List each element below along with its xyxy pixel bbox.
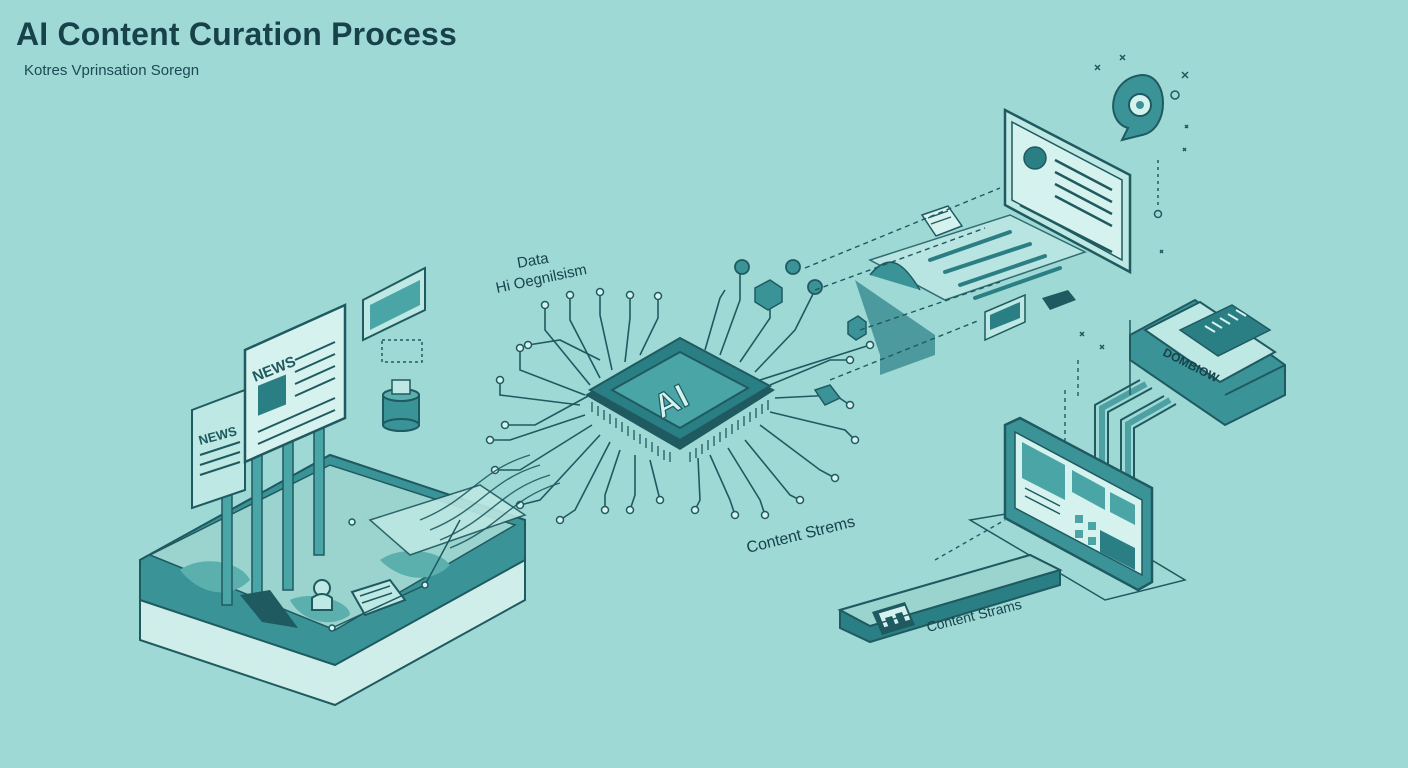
gear-speech-bubble-icon [1094,54,1189,219]
content-streams-label: Content Strems [745,513,857,556]
document-icon [350,578,407,617]
page-title: AI Content Curation Process [16,16,458,52]
news-platform: NEWS NEWS [139,266,527,707]
top-monitor [1003,107,1132,275]
ai-chip-icon: AI [485,259,875,525]
media-card [362,266,426,342]
mini-screen [984,293,1026,342]
server-icon: DOMBIOW [1129,298,1286,427]
tablet-icon [967,416,1187,601]
cube-icon [754,279,867,341]
content-streams-card: Content Strams [837,553,1063,644]
news-board-secondary: NEWS [191,388,246,510]
data-label: Data [516,250,551,272]
database-cylinder-icon [382,379,420,432]
page-subtitle: Kotres Vprinsation Soregn [24,62,200,79]
person-icon [311,579,333,611]
document-icon [920,205,964,237]
news-board-primary: NEWS [243,303,347,464]
